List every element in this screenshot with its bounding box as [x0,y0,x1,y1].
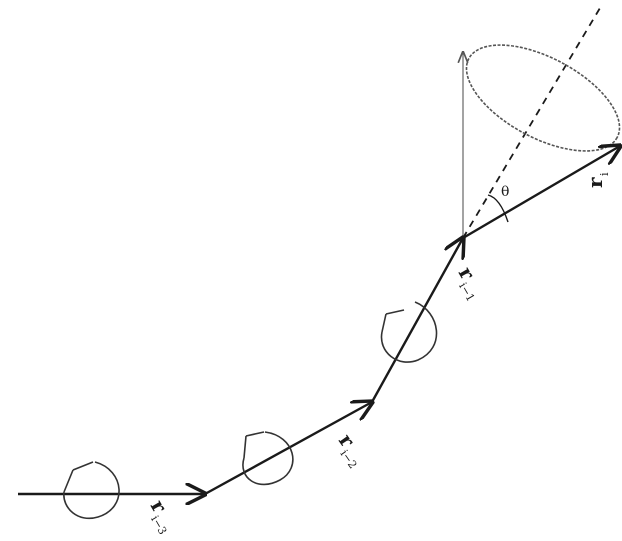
rotation-arrow-bond-3 [380,301,438,363]
bond-r-i-2 [204,402,372,496]
bond-r-i-1 [370,238,463,403]
label-r-i-minus-2: r i−2 [334,429,360,472]
bond-r-i [462,146,620,240]
label-r-i-minus-2-sub: i−2 [338,448,360,472]
rotation-arrow-bond-1 [63,461,120,520]
rotation-arrow-bond-2 [242,431,294,486]
label-r-i-sub: i [598,172,611,176]
label-r-i-minus-3-sub: i−3 [148,513,169,537]
rotation-axis-dashed-line [462,7,601,239]
theta-label: θ [501,184,509,200]
theta-angle-arc [487,194,509,223]
cone-rim-ellipse [465,44,621,152]
label-r-i-minus-1-sub: i−1 [456,280,477,304]
label-r-i-minus-1: r i−1 [454,263,480,304]
label-r-i-minus-3: r i−3 [146,496,172,537]
label-r-i: r i [583,172,611,188]
label-r-i-base: r [583,177,607,188]
